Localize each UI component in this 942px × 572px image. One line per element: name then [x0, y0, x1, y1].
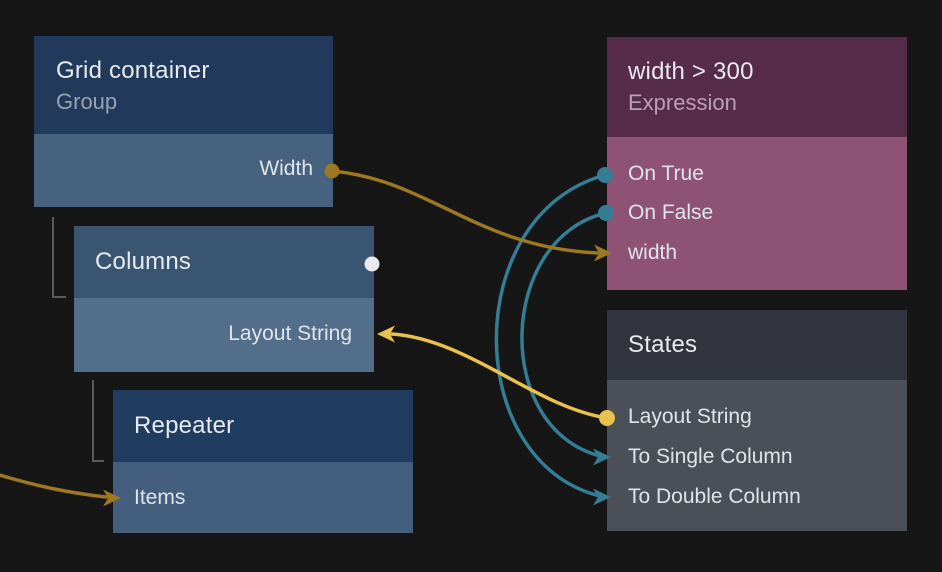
width-output-dot-icon[interactable]	[324, 163, 340, 179]
port-label: Layout String	[228, 322, 352, 345]
node-subtitle: Group	[56, 89, 118, 114]
wire-layout-string[interactable]	[390, 332, 609, 420]
node-title: width > 300	[628, 58, 754, 85]
port-label: Layout String	[628, 405, 752, 428]
node-expression-body: On True On False width	[607, 137, 907, 290]
port-label: On False	[628, 201, 714, 224]
node-title: Grid container	[56, 57, 210, 84]
wire-offcanvas-to-items[interactable]	[0, 473, 108, 499]
port-width-output[interactable]: Width	[259, 155, 313, 183]
node-grid-container-body: Width	[34, 134, 333, 207]
node-columns[interactable]: Columns Layout String	[74, 226, 374, 372]
port-label: Items	[134, 486, 186, 509]
port-label: width	[628, 241, 678, 264]
columns-layout-string-input-arrow-icon[interactable]	[377, 325, 395, 343]
port-on-true-output[interactable]: On True	[628, 160, 704, 188]
node-states-header[interactable]: States	[607, 310, 907, 380]
node-expression[interactable]: width > 300 Expression On True On False …	[607, 37, 907, 290]
node-repeater-body: Items	[113, 462, 413, 533]
node-states-body: Layout String To Single Column To Double…	[607, 380, 907, 531]
port-label: On True	[628, 162, 704, 185]
on-true-output-dot-icon[interactable]	[597, 167, 613, 183]
to-single-column-input-arrow-icon[interactable]	[593, 448, 611, 466]
port-label: To Double Column	[628, 485, 801, 508]
columns-indicator-dot-icon[interactable]	[364, 256, 380, 272]
port-width-input[interactable]: width	[628, 239, 677, 267]
tree-line-columns-to-repeater	[92, 380, 104, 462]
on-false-output-dot-icon[interactable]	[598, 205, 614, 221]
node-title: Repeater	[134, 412, 235, 439]
states-layout-string-output-dot-icon[interactable]	[599, 410, 615, 426]
port-label: To Single Column	[628, 445, 793, 468]
port-items-input[interactable]: Items	[134, 484, 185, 512]
node-title: Columns	[95, 248, 192, 275]
width-input-arrow-icon[interactable]	[594, 244, 612, 262]
node-repeater-header[interactable]: Repeater	[113, 390, 413, 462]
port-label: Width	[259, 157, 313, 180]
node-repeater[interactable]: Repeater Items	[113, 390, 413, 533]
port-on-false-output[interactable]: On False	[628, 199, 713, 227]
port-layout-string-output[interactable]: Layout String	[628, 403, 752, 431]
to-double-column-input-arrow-icon[interactable]	[593, 488, 611, 506]
node-expression-header[interactable]: width > 300 Expression	[607, 37, 907, 137]
items-input-arrow-icon[interactable]	[103, 489, 121, 507]
node-grid-container-header[interactable]: Grid container Group	[34, 36, 333, 134]
node-columns-header[interactable]: Columns	[74, 226, 374, 298]
wire-width-to-expression[interactable]	[330, 169, 599, 255]
wire-on-true-to-double-column[interactable]	[494, 173, 607, 498]
node-states[interactable]: States Layout String To Single Column To…	[607, 310, 907, 531]
node-title: States	[628, 331, 698, 358]
port-to-double-column-input[interactable]: To Double Column	[628, 483, 801, 511]
node-grid-container[interactable]: Grid container Group Width	[34, 36, 333, 207]
port-to-single-column-input[interactable]: To Single Column	[628, 443, 793, 471]
tree-line-grid-to-columns	[52, 217, 66, 298]
node-subtitle: Expression	[628, 90, 737, 115]
port-layout-string-input[interactable]: Layout String	[228, 320, 352, 348]
node-columns-body: Layout String	[74, 298, 374, 372]
wire-on-false-to-single-column[interactable]	[520, 211, 608, 458]
